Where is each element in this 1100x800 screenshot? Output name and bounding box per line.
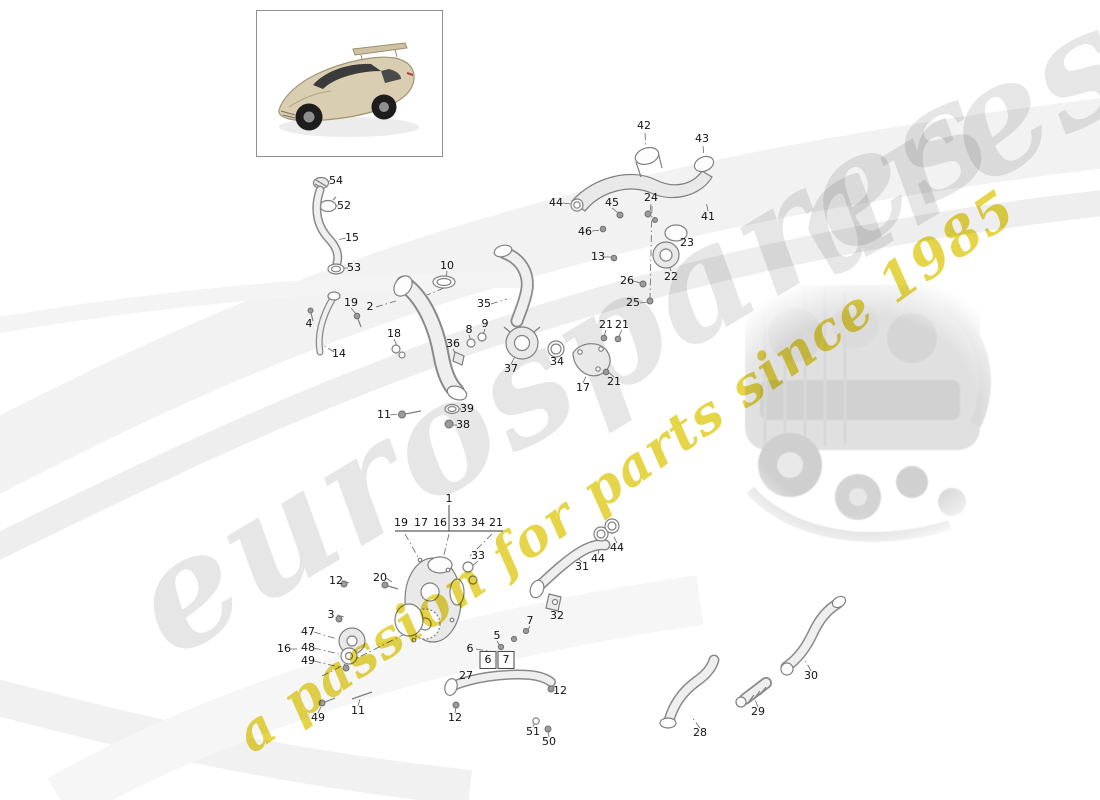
part-callout-46: 46 [578, 224, 592, 238]
left-filler-pipe [312, 176, 345, 275]
part-callout-15: 15 [345, 230, 359, 244]
part-callout-2: 2 [366, 299, 374, 313]
part-callout-49: 49 [301, 653, 315, 667]
part-callout-39: 39 [460, 401, 474, 415]
part-callout-53: 53 [347, 260, 361, 274]
part-callout-19: 19 [344, 295, 358, 309]
part-callout-34: 34 [471, 515, 485, 529]
part-callout-6: 6 [466, 641, 474, 655]
part-callout-44: 44 [549, 195, 563, 209]
part-callout-1: 1 [445, 491, 453, 505]
part-callout-12: 12 [448, 710, 462, 724]
part-callout-23: 23 [680, 235, 694, 249]
lower-pipe-assembly [318, 627, 556, 733]
part-callout-11: 11 [377, 407, 391, 421]
main-water-tube-assembly [307, 275, 487, 429]
part-callout-18: 18 [387, 326, 401, 340]
engine-ghost-image [690, 250, 1040, 580]
right-side-pipes [659, 595, 847, 729]
vehicle-thumbnail-box [256, 10, 443, 157]
part-callout-49: 49 [311, 710, 325, 724]
part-callout-51: 51 [526, 724, 540, 738]
part-callout-21: 21 [607, 374, 621, 388]
part-callout-26: 26 [620, 273, 634, 287]
part-callout-29: 29 [751, 704, 765, 718]
part-callout-33: 33 [452, 515, 466, 529]
part-callout-6: 6 [479, 650, 497, 670]
part-callout-9: 9 [481, 316, 489, 330]
part-callout-43: 43 [695, 131, 709, 145]
part-callout-50: 50 [542, 734, 556, 748]
part-callout-8: 8 [465, 322, 473, 336]
part-callout-3: 3 [327, 607, 335, 621]
water-pump-assembly [335, 556, 478, 672]
part-callout-37: 37 [504, 361, 518, 375]
part-callout-14: 14 [332, 346, 346, 360]
part-callout-25: 25 [626, 295, 640, 309]
part-callout-54: 54 [329, 173, 343, 187]
part-callout-10: 10 [440, 258, 454, 272]
part-callout-48: 48 [301, 640, 315, 654]
part-callout-16: 16 [277, 641, 291, 655]
part-callout-21: 21 [489, 515, 503, 529]
part-callout-7: 7 [526, 613, 534, 627]
part-callout-34: 34 [550, 354, 564, 368]
part-callout-19: 19 [394, 515, 408, 529]
part-callout-7: 7 [497, 650, 515, 670]
part-callout-21: 21 [615, 317, 629, 331]
part-callout-41: 41 [701, 209, 715, 223]
part-callout-36: 36 [446, 336, 460, 350]
part-callout-16: 16 [433, 515, 447, 529]
part-callout-21: 21 [599, 317, 613, 331]
part-callout-42: 42 [637, 118, 651, 132]
upper-right-pipe-assembly [570, 146, 715, 305]
part-callout-47: 47 [301, 624, 315, 638]
part-callout-4: 4 [305, 316, 313, 330]
part-callout-12: 12 [329, 573, 343, 587]
part-callout-38: 38 [456, 417, 470, 431]
part-callout-45: 45 [605, 195, 619, 209]
part-callout-12: 12 [553, 683, 567, 697]
vehicle-illustration [278, 42, 419, 137]
part-callout-33: 33 [471, 548, 485, 562]
mid-coolant-pipe [529, 518, 620, 612]
duct-housing-assembly [493, 244, 622, 377]
part-callout-31: 31 [575, 559, 589, 573]
part-callout-32: 32 [550, 608, 564, 622]
reference-lines [395, 505, 503, 532]
part-callout-17: 17 [414, 515, 428, 529]
part-callout-5: 5 [493, 628, 501, 642]
part-callout-17: 17 [576, 380, 590, 394]
part-callout-20: 20 [373, 570, 387, 584]
part-callout-22: 22 [664, 269, 678, 283]
part-callout-11: 11 [351, 703, 365, 717]
part-callout-28: 28 [693, 725, 707, 739]
part-callout-44: 44 [610, 540, 624, 554]
part-callout-30: 30 [804, 668, 818, 682]
part-callout-27: 27 [459, 668, 473, 682]
part-callout-24: 24 [644, 190, 658, 204]
part-callout-13: 13 [591, 249, 605, 263]
part-callout-44: 44 [591, 551, 605, 565]
part-callout-35: 35 [477, 296, 491, 310]
part-callout-52: 52 [337, 198, 351, 212]
